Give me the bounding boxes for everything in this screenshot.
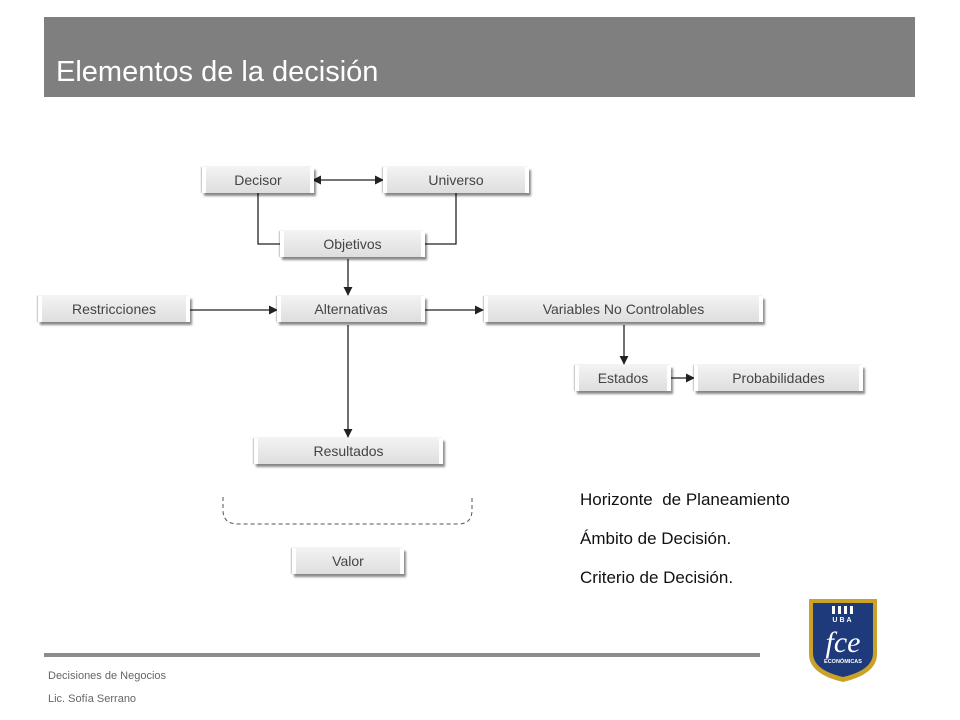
restricciones-node: Restricciones bbox=[38, 296, 190, 322]
svg-text:fce: fce bbox=[826, 626, 861, 659]
universo-node: Universo bbox=[383, 167, 529, 193]
fce-logo: UBA fce ECONÓMICAS bbox=[809, 599, 877, 682]
estados-node: Estados bbox=[575, 365, 671, 391]
footer-course: Decisiones de Negocios bbox=[48, 670, 167, 682]
notes-list: Horizonte de Planeamiento Ámbito de Deci… bbox=[580, 490, 790, 607]
note-ambito: Ámbito de Decisión. bbox=[580, 529, 732, 548]
resultados-node: Resultados bbox=[254, 438, 443, 464]
title-bar: Elementos de la decisión bbox=[44, 17, 915, 97]
alternativas-node: Alternativas bbox=[277, 296, 425, 322]
footer-author: Lic. Sofía Serrano bbox=[48, 693, 137, 705]
note-horizonte: Horizonte de Planeamiento bbox=[580, 490, 790, 509]
svg-text:ECONÓMICAS: ECONÓMICAS bbox=[824, 657, 862, 665]
variables-no-controlables-node: Variables No Controlables bbox=[484, 296, 763, 322]
svg-text:UBA: UBA bbox=[832, 617, 853, 624]
decisor-node: Decisor bbox=[202, 167, 314, 193]
note-criterio: Criterio de Decisión. bbox=[580, 568, 734, 587]
decisor-objetivos-connector bbox=[257, 193, 280, 245]
objetivos-node: Objetivos bbox=[280, 231, 425, 257]
valor-node: Valor bbox=[292, 548, 404, 574]
universo-objetivos-connector bbox=[425, 193, 457, 245]
valor-dashed-bracket bbox=[222, 497, 473, 525]
footer-rule bbox=[44, 653, 760, 657]
slide-title: Elementos de la decisión bbox=[56, 56, 379, 88]
probabilidades-node: Probabilidades bbox=[694, 365, 863, 391]
